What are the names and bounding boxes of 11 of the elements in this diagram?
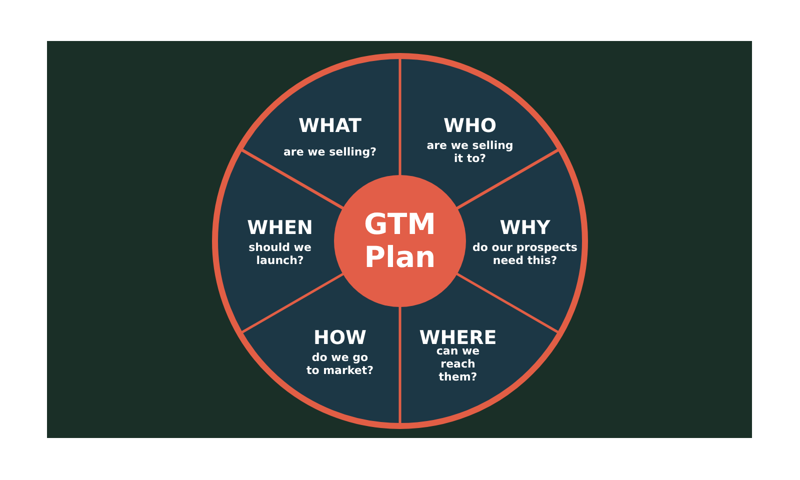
segment-question: do we go to market? <box>305 351 375 377</box>
segment-heading: HOW <box>313 327 366 349</box>
segment-question: do our prospects need this? <box>472 241 578 267</box>
segment-heading: WHO <box>444 115 496 137</box>
segment-heading: WHEN <box>247 217 313 239</box>
segment-question: should we launch? <box>248 241 312 267</box>
center-title: GTM Plan <box>363 208 437 274</box>
segment-question: are we selling? <box>282 146 378 158</box>
segment-heading: WHY <box>500 217 550 239</box>
segment-heading: WHAT <box>298 115 362 137</box>
segment-question: are we selling it to? <box>426 139 514 165</box>
